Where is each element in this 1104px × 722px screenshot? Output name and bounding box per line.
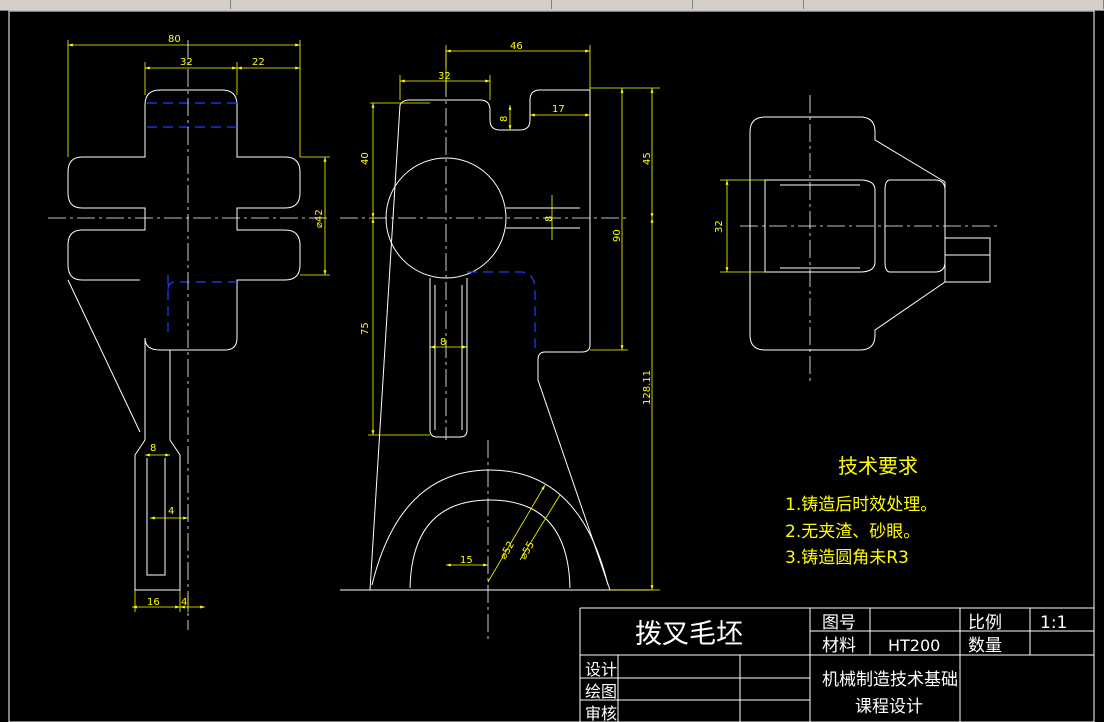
dimension-lines bbox=[67, 40, 765, 612]
front-view-outline bbox=[369, 89, 611, 591]
topbar-cell bbox=[552, 0, 693, 9]
drawing-border bbox=[8, 10, 1095, 722]
left-view-centerlines bbox=[48, 40, 330, 630]
topbar-cell bbox=[693, 0, 804, 9]
draw-label: 绘图 bbox=[585, 682, 617, 701]
front-view-rib bbox=[429, 278, 468, 438]
dim-15: 15 bbox=[460, 555, 473, 566]
material-label: 材料 bbox=[822, 636, 856, 656]
dim-16: 16 bbox=[147, 597, 160, 608]
dim-d55: ⌀55 bbox=[518, 540, 537, 562]
front-view-hidden bbox=[467, 271, 536, 350]
dim-17: 17 bbox=[552, 104, 565, 115]
dim-d42: ⌀42 bbox=[314, 209, 325, 228]
dim-46: 46 bbox=[510, 41, 523, 52]
dim-8-top: 8 bbox=[499, 116, 510, 122]
qty-label: 数量 bbox=[968, 636, 1002, 656]
left-view-taper bbox=[67, 279, 141, 433]
dim-45: 45 bbox=[642, 152, 653, 165]
dim-32-right: 32 bbox=[714, 220, 725, 233]
technical-notes: 技术要求 1.铸造后时效处理。 2.无夹渣、砂眼。 3.铸造圆角未R3 bbox=[785, 454, 937, 568]
left-view-hidden bbox=[147, 102, 237, 338]
front-view-arc-outer bbox=[371, 469, 609, 586]
dim-75: 75 bbox=[360, 322, 371, 335]
front-view-slot bbox=[506, 207, 580, 229]
dim-40: 40 bbox=[360, 152, 371, 165]
right-view-centerlines bbox=[740, 95, 1000, 385]
note-item-1: 1.铸造后时效处理。 bbox=[785, 495, 937, 515]
left-view-stem-inner bbox=[146, 458, 166, 576]
dim-4-bottom: 4 bbox=[181, 597, 187, 608]
material-value: HT200 bbox=[888, 636, 940, 655]
front-view bbox=[340, 89, 650, 591]
left-view-outline-right bbox=[144, 89, 301, 351]
dim-128: 128.11 bbox=[642, 370, 653, 405]
title-block bbox=[579, 607, 1094, 722]
topbar-cell bbox=[1080, 0, 1104, 9]
check-label: 审核 bbox=[585, 704, 617, 722]
left-view-outline-left bbox=[67, 105, 146, 281]
dimension-texts: 80 32 22 ⌀42 8 4 16 4 46 32 8 17 40 45 8… bbox=[147, 34, 725, 608]
course-title-line1: 机械制造技术基础 bbox=[822, 670, 958, 690]
drawing-canvas[interactable]: 80 32 22 ⌀42 8 4 16 4 46 32 8 17 40 45 8… bbox=[0, 10, 1104, 722]
title-block-texts: 拨叉毛坯 图号 材料 HT200 比例 1:1 数量 设计 绘图 审核 机械制造… bbox=[585, 613, 1067, 722]
dim-90: 90 bbox=[612, 229, 623, 242]
drawing-no-label: 图号 bbox=[822, 613, 856, 633]
left-view bbox=[67, 89, 301, 591]
dim-8-left: 8 bbox=[150, 443, 156, 454]
front-view-centerlines bbox=[340, 50, 630, 640]
scale-label: 比例 bbox=[968, 613, 1002, 633]
dim-80: 80 bbox=[168, 34, 181, 45]
right-view bbox=[749, 116, 991, 351]
right-view-inner-lines bbox=[780, 184, 860, 269]
dim-8-slot: 8 bbox=[544, 216, 555, 222]
dim-4-left: 4 bbox=[168, 506, 174, 517]
right-view-inner-right bbox=[884, 179, 946, 273]
dim-8-rib: 8 bbox=[440, 337, 446, 348]
design-label: 设计 bbox=[585, 660, 617, 679]
dim-22: 22 bbox=[252, 57, 265, 68]
right-view-tab bbox=[945, 237, 991, 283]
part-name: 拨叉毛坯 bbox=[635, 619, 743, 650]
notes-title: 技术要求 bbox=[838, 454, 918, 478]
dim-32-left: 32 bbox=[180, 57, 193, 68]
topbar-cell bbox=[0, 0, 231, 9]
topbar-cell bbox=[231, 0, 552, 9]
right-view-inner-left bbox=[764, 179, 876, 273]
course-title-line2: 课程设计 bbox=[855, 697, 923, 717]
right-view-outline bbox=[749, 116, 946, 351]
dim-d52: ⌀52 bbox=[498, 540, 517, 562]
front-view-arc-inner bbox=[409, 499, 571, 589]
dim-32-front: 32 bbox=[438, 71, 451, 82]
note-item-3: 3.铸造圆角未R3 bbox=[785, 548, 909, 568]
front-view-rib-inner bbox=[434, 285, 463, 430]
note-item-2: 2.无夹渣、砂眼。 bbox=[785, 522, 920, 542]
left-view-stem bbox=[134, 338, 181, 591]
scale-value: 1:1 bbox=[1040, 613, 1067, 633]
